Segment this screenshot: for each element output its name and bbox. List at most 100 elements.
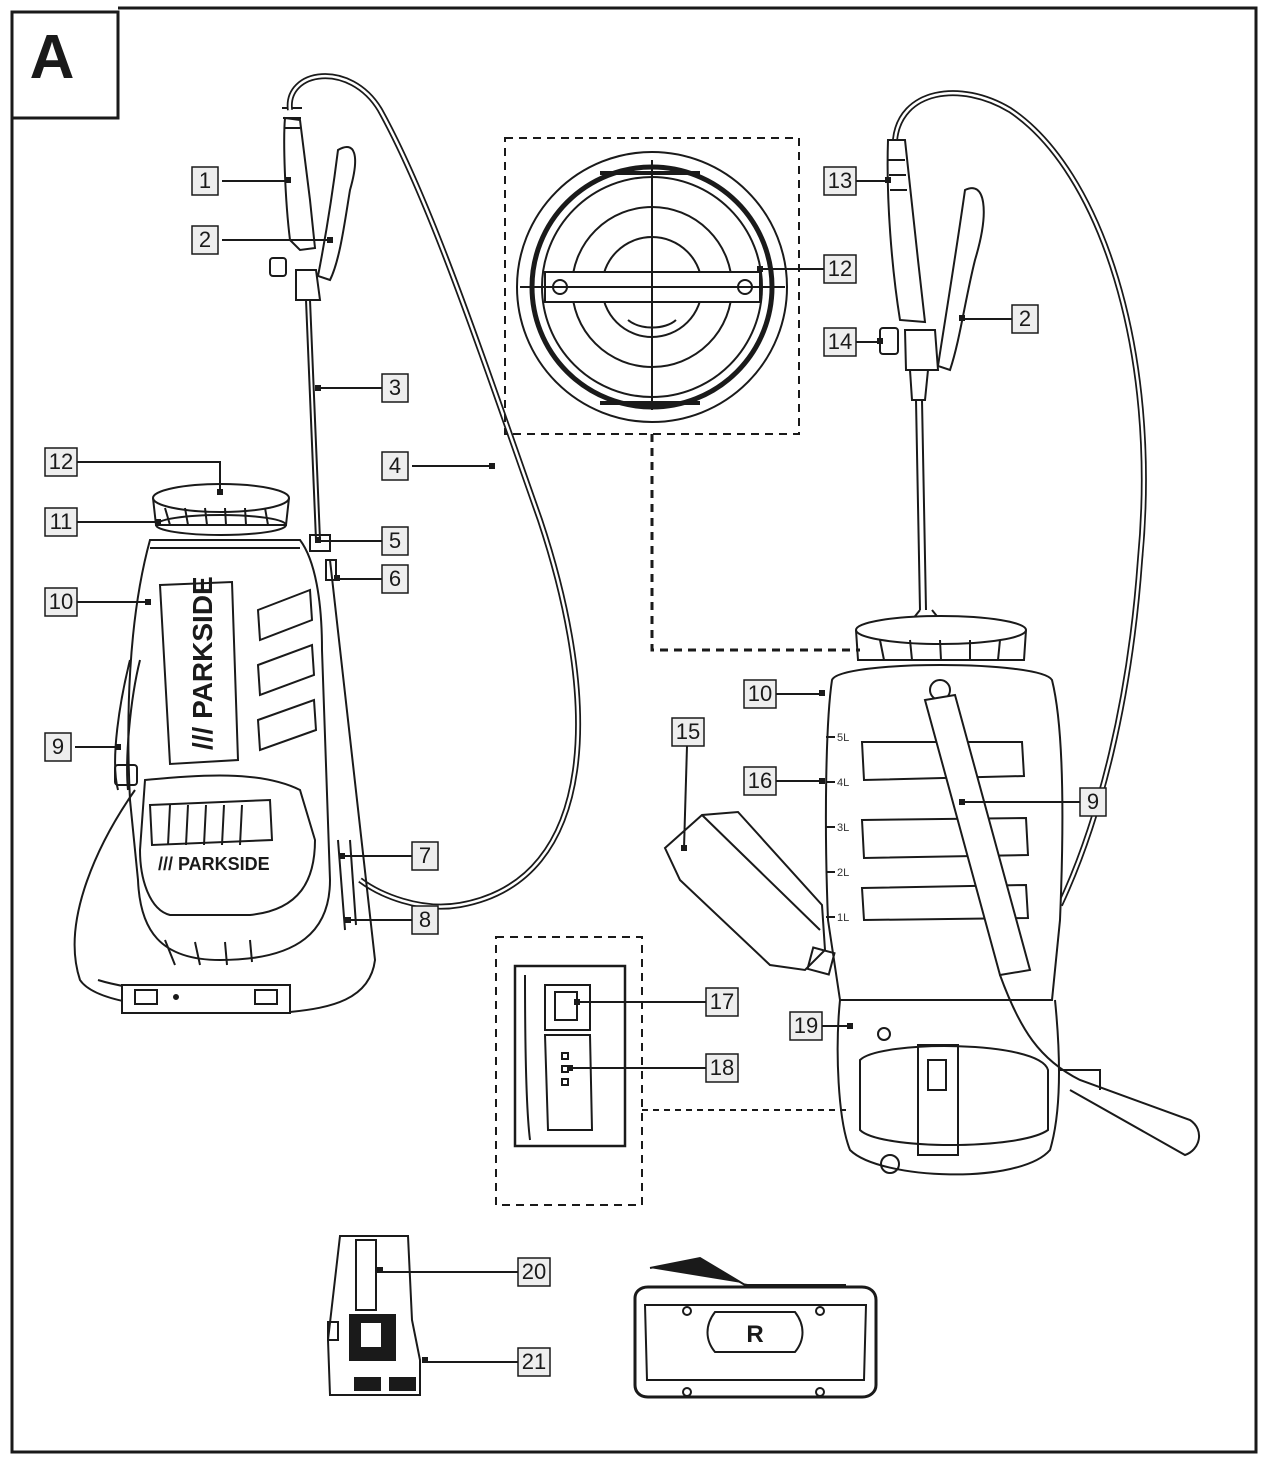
left-sprayer — [73, 73, 582, 1014]
leader-dot — [115, 744, 121, 750]
callout-c17: 17 — [574, 987, 739, 1017]
callout-c9b: 9 — [959, 787, 1107, 817]
callout-c5: 5 — [315, 526, 409, 556]
callout-number: 15 — [676, 719, 700, 744]
callout-box — [191, 225, 219, 255]
spray-handle-left — [269, 107, 357, 301]
leader-line — [774, 693, 823, 695]
callout-number: 20 — [522, 1259, 546, 1284]
callout-c1: 1 — [191, 166, 291, 196]
callout-box — [191, 166, 219, 196]
callout-number: 10 — [49, 589, 73, 614]
callout-number: 2 — [1019, 306, 1031, 331]
leader-dot — [885, 177, 891, 183]
callout-number: 14 — [828, 329, 852, 354]
leader-line — [222, 180, 289, 182]
callout-number: 12 — [828, 256, 852, 281]
callout-box — [743, 679, 777, 709]
callout-box — [381, 526, 409, 556]
callout-c4: 4 — [381, 451, 495, 481]
callout-box — [705, 987, 739, 1017]
callout-number: 18 — [710, 1055, 734, 1080]
callout-box — [517, 1257, 551, 1287]
callout-box — [1079, 787, 1107, 817]
callout-number: 17 — [710, 989, 734, 1014]
callout-box — [44, 507, 78, 537]
callout-c16: 16 — [743, 766, 825, 796]
leader-dot — [681, 845, 687, 851]
callout-c21: 21 — [422, 1347, 551, 1377]
leader-dot — [877, 338, 883, 344]
callout-c2: 2 — [191, 225, 333, 255]
scale-mark: 3L — [837, 822, 849, 834]
callout-box — [823, 254, 857, 284]
right-sprayer — [642, 90, 1200, 1176]
callout-c12b: 12 — [757, 254, 857, 284]
callout-c19: 19 — [789, 1011, 853, 1041]
leader-dot — [345, 917, 351, 923]
leader-dot — [819, 778, 825, 784]
leader-line — [336, 578, 382, 580]
callout-number: 13 — [828, 168, 852, 193]
callout-box — [823, 166, 857, 196]
callout-c7: 7 — [339, 841, 439, 871]
leader-line — [961, 318, 1012, 320]
scale-mark: 1L — [837, 912, 849, 924]
callout-number: 21 — [522, 1349, 546, 1374]
leader-dot — [959, 799, 965, 805]
callout-c3: 3 — [315, 373, 409, 403]
brand-label-front: /// PARKSIDE — [158, 854, 270, 874]
leader-dot — [285, 177, 291, 183]
battery-front-view — [633, 1256, 878, 1399]
leader-dot — [757, 266, 763, 272]
battery-side-view — [326, 1235, 421, 1396]
callout-box — [411, 841, 439, 871]
leader-dot — [567, 1065, 573, 1071]
callout-number: 5 — [389, 528, 401, 553]
leader-dot — [339, 853, 345, 859]
battery-attached — [663, 810, 827, 972]
callout-number: 3 — [389, 375, 401, 400]
callout-c14: 14 — [823, 327, 883, 357]
tank-body-left — [127, 539, 332, 962]
callout-box — [823, 327, 857, 357]
leader-dot — [145, 599, 151, 605]
callout-box — [411, 905, 439, 935]
callout-number: 9 — [1087, 789, 1099, 814]
callout-number: 1 — [199, 168, 211, 193]
volume-scale: 5L 4L 3L 2L 1L — [837, 732, 849, 924]
leader-line — [683, 745, 688, 849]
callout-number: 10 — [748, 681, 772, 706]
leader-dot — [327, 237, 333, 243]
callout-c10: 10 — [44, 587, 151, 617]
callout-box — [517, 1347, 551, 1377]
scale-mark: 5L — [837, 732, 849, 744]
callout-c9: 9 — [44, 732, 121, 762]
callout-number: 9 — [52, 734, 64, 759]
leader-dot — [574, 999, 580, 1005]
scale-mark: 4L — [837, 777, 849, 789]
leader-dot — [334, 575, 340, 581]
callout-box — [381, 564, 409, 594]
brand-label-vertical: /// PARKSIDE — [187, 576, 218, 750]
battery-letter: R — [746, 1321, 763, 1348]
callout-number: 11 — [50, 509, 73, 534]
callout-box — [44, 587, 78, 617]
panel-label: A — [30, 23, 75, 92]
leader-line — [75, 461, 221, 492]
leader-dot — [489, 463, 495, 469]
leader-dot — [959, 315, 965, 321]
callout-c12: 12 — [44, 447, 223, 495]
callout-number: 4 — [389, 453, 401, 478]
callout-c10b: 10 — [743, 679, 825, 709]
leader-dot — [377, 1267, 383, 1273]
callout-c8: 8 — [345, 905, 439, 935]
callout-number: 19 — [794, 1013, 818, 1038]
leader-line — [854, 341, 881, 343]
leader-dot — [315, 385, 321, 391]
cap-detail-top-view — [504, 137, 860, 652]
callout-number: 16 — [748, 768, 772, 793]
callout-number: 2 — [199, 227, 211, 252]
